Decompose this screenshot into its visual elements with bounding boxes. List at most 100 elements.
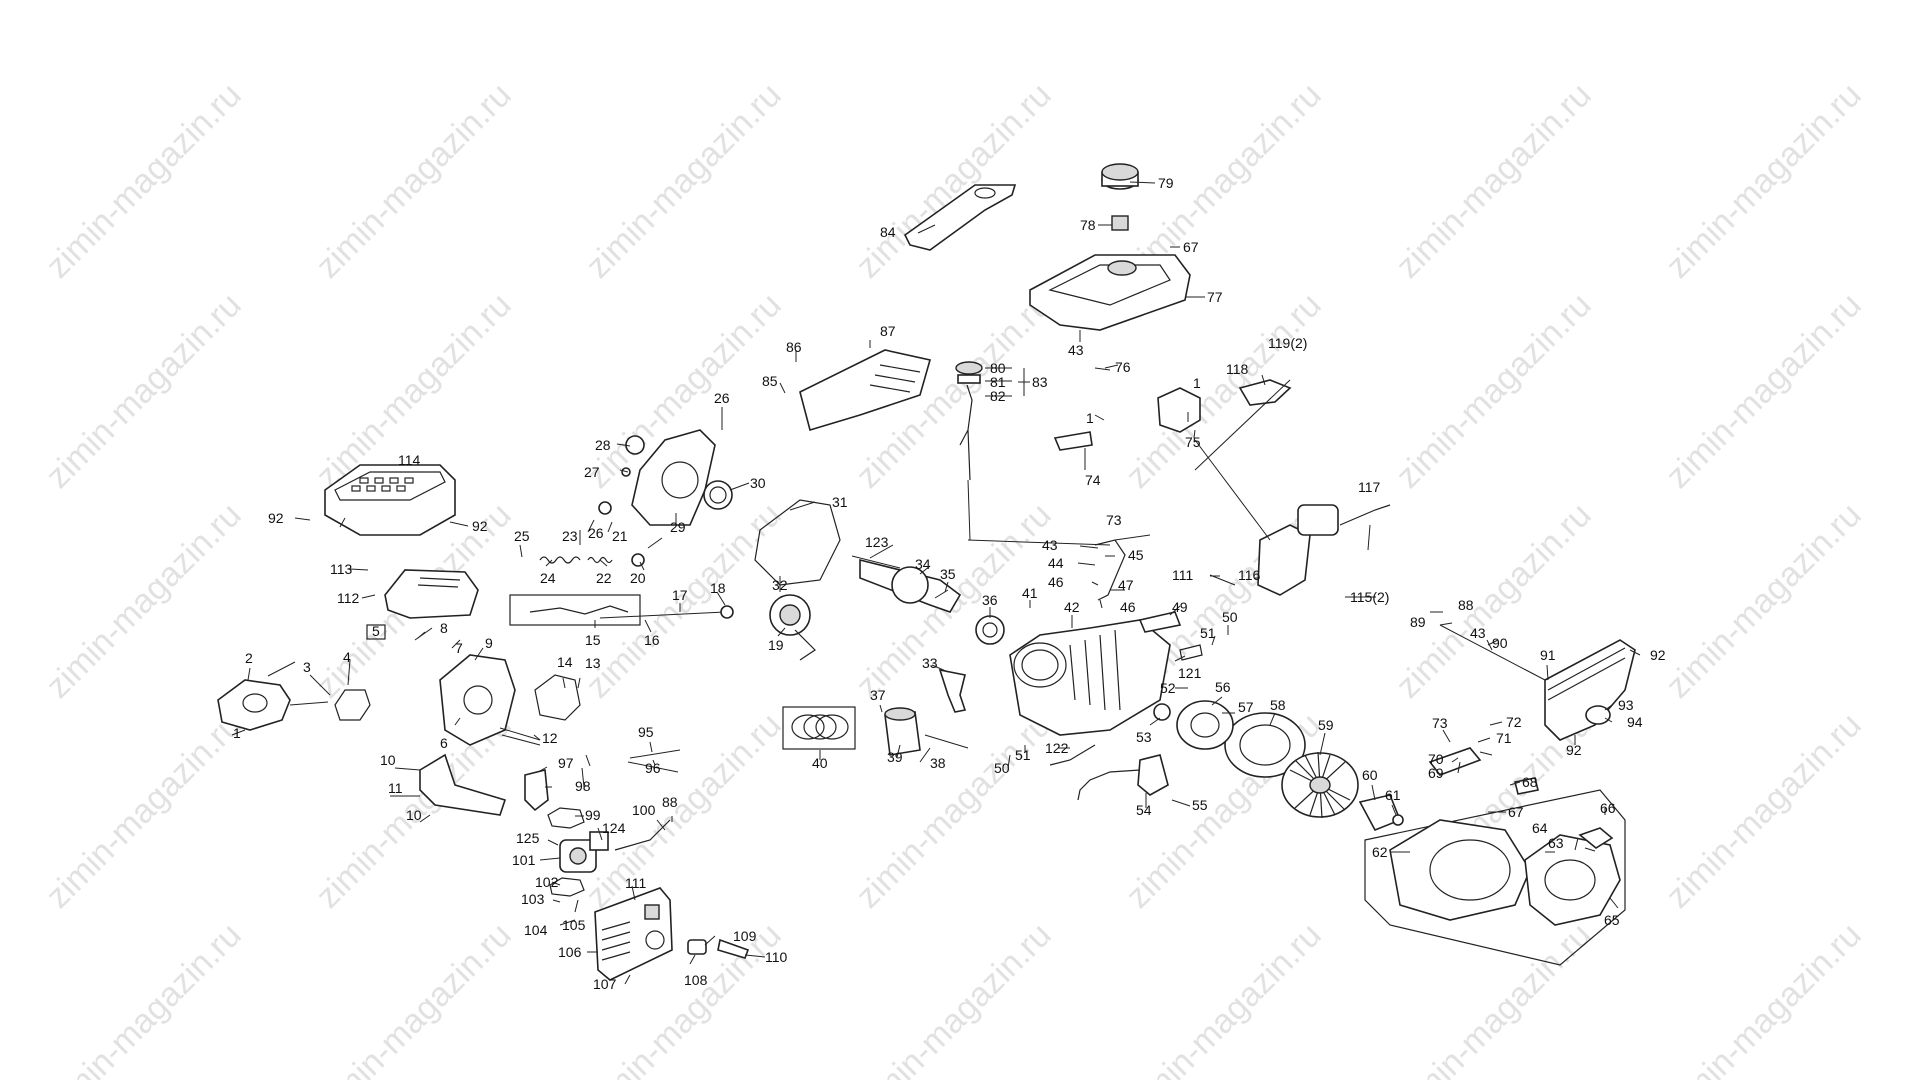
label-73-top: 73: [1106, 512, 1122, 528]
label-36: 36: [982, 592, 998, 608]
bearing-36-inner: [982, 622, 998, 638]
label-100: 100: [632, 802, 656, 818]
label-40: 40: [812, 755, 828, 771]
ring-3: [815, 714, 849, 740]
label-92-left: 92: [268, 510, 284, 526]
label-46a: 46: [1048, 574, 1064, 590]
gasket-31: [754, 499, 841, 586]
label-59: 59: [1318, 717, 1334, 733]
label-107: 107: [593, 976, 617, 992]
label-67-lower: 67: [1508, 804, 1524, 820]
label-88-left: 88: [662, 794, 678, 810]
tank-cover-hole: [974, 187, 996, 199]
bracket-75: [1157, 387, 1201, 433]
label-44: 44: [1048, 555, 1064, 571]
label-95: 95: [638, 724, 654, 740]
label-1-75: 1: [1193, 375, 1201, 391]
label-14: 14: [557, 654, 573, 670]
cylinder-block-part: [1009, 619, 1171, 736]
label-118: 118: [1226, 361, 1249, 377]
muffler-vents: [417, 577, 461, 588]
part-121: [1179, 644, 1203, 661]
label-25: 25: [514, 528, 530, 544]
air-cleaner-ribs: [1547, 647, 1626, 701]
dipstick-part: [959, 384, 973, 481]
flywheel-part: [1224, 712, 1306, 778]
pushrod-12b: [501, 734, 541, 746]
knob-68: [1514, 777, 1539, 795]
panel-socket: [645, 930, 665, 950]
label-54: 54: [1136, 802, 1152, 818]
label-16: 16: [644, 632, 660, 648]
label-75: 75: [1185, 434, 1201, 450]
label-21: 21: [612, 528, 628, 544]
label-72: 72: [1506, 714, 1522, 730]
ignition-coil-part: [1137, 754, 1169, 796]
label-123: 123: [865, 534, 889, 550]
label-88: 88: [1458, 597, 1474, 613]
label-38: 38: [930, 755, 946, 771]
valve-95: [629, 749, 681, 759]
label-62: 62: [1372, 844, 1388, 860]
recoil-panel-grille: [869, 364, 921, 393]
label-46b: 46: [1120, 599, 1136, 615]
piston-ring-box: [782, 706, 856, 750]
label-33: 33: [922, 655, 938, 671]
label-30: 30: [750, 475, 766, 491]
label-42: 42: [1064, 599, 1080, 615]
label-77: 77: [1207, 289, 1223, 305]
shaft-123: [851, 555, 901, 569]
label-6: 6: [440, 735, 448, 751]
part-8: [414, 627, 433, 641]
dipstick-cap: [955, 361, 983, 375]
governor-arm-part: [1094, 539, 1126, 601]
label-93: 93: [1618, 697, 1634, 713]
label-112: 112: [337, 590, 360, 606]
label-28: 28: [595, 437, 611, 453]
label-92-right: 92: [1650, 647, 1666, 663]
part-28: [625, 435, 645, 455]
intake-part: [217, 679, 291, 731]
label-80: 80: [990, 360, 1006, 376]
label-102: 102: [535, 874, 559, 890]
gasket-99: [547, 807, 585, 829]
label-121: 121: [1178, 665, 1202, 681]
head-port: [463, 685, 493, 715]
label-65: 65: [1604, 912, 1620, 928]
oil-seal-30: [703, 480, 733, 510]
label-52: 52: [1160, 680, 1176, 696]
label-114: 114: [398, 452, 421, 468]
label-92-lower: 92: [1566, 742, 1582, 758]
fuel-strainer-part: [1111, 215, 1129, 231]
label-79: 79: [1158, 175, 1174, 191]
fuel-tank-top: [1048, 264, 1171, 306]
part-111-right: [1209, 574, 1236, 586]
fuel-tank-neck: [1107, 260, 1137, 276]
cylinder-head-part: [439, 654, 516, 746]
control-panel-part: [594, 887, 673, 981]
gov-spring-73: [1114, 534, 1151, 541]
starter-solenoid: [1297, 504, 1339, 536]
label-35: 35: [940, 566, 956, 582]
ring-2: [803, 714, 837, 740]
part-122: [1049, 744, 1096, 766]
camshaft-gear-inner: [779, 604, 801, 626]
label-101: 101: [512, 852, 536, 868]
label-61: 61: [1385, 787, 1401, 803]
label-50-left: 50: [994, 760, 1010, 776]
ring-1: [791, 714, 825, 740]
intake-hole: [242, 693, 268, 713]
label-4: 4: [343, 649, 351, 665]
panel-switch: [644, 904, 660, 920]
label-31: 31: [832, 494, 848, 510]
label-82: 82: [990, 388, 1006, 404]
label-11-left: 11: [388, 780, 403, 796]
label-43-right: 43: [1470, 625, 1486, 641]
bearing-36: [975, 615, 1005, 645]
label-49: 49: [1172, 599, 1188, 615]
part-98: [524, 768, 549, 812]
label-119: 119(2): [1268, 335, 1307, 351]
label-58: 58: [1270, 697, 1286, 713]
label-8: 8: [440, 620, 448, 636]
